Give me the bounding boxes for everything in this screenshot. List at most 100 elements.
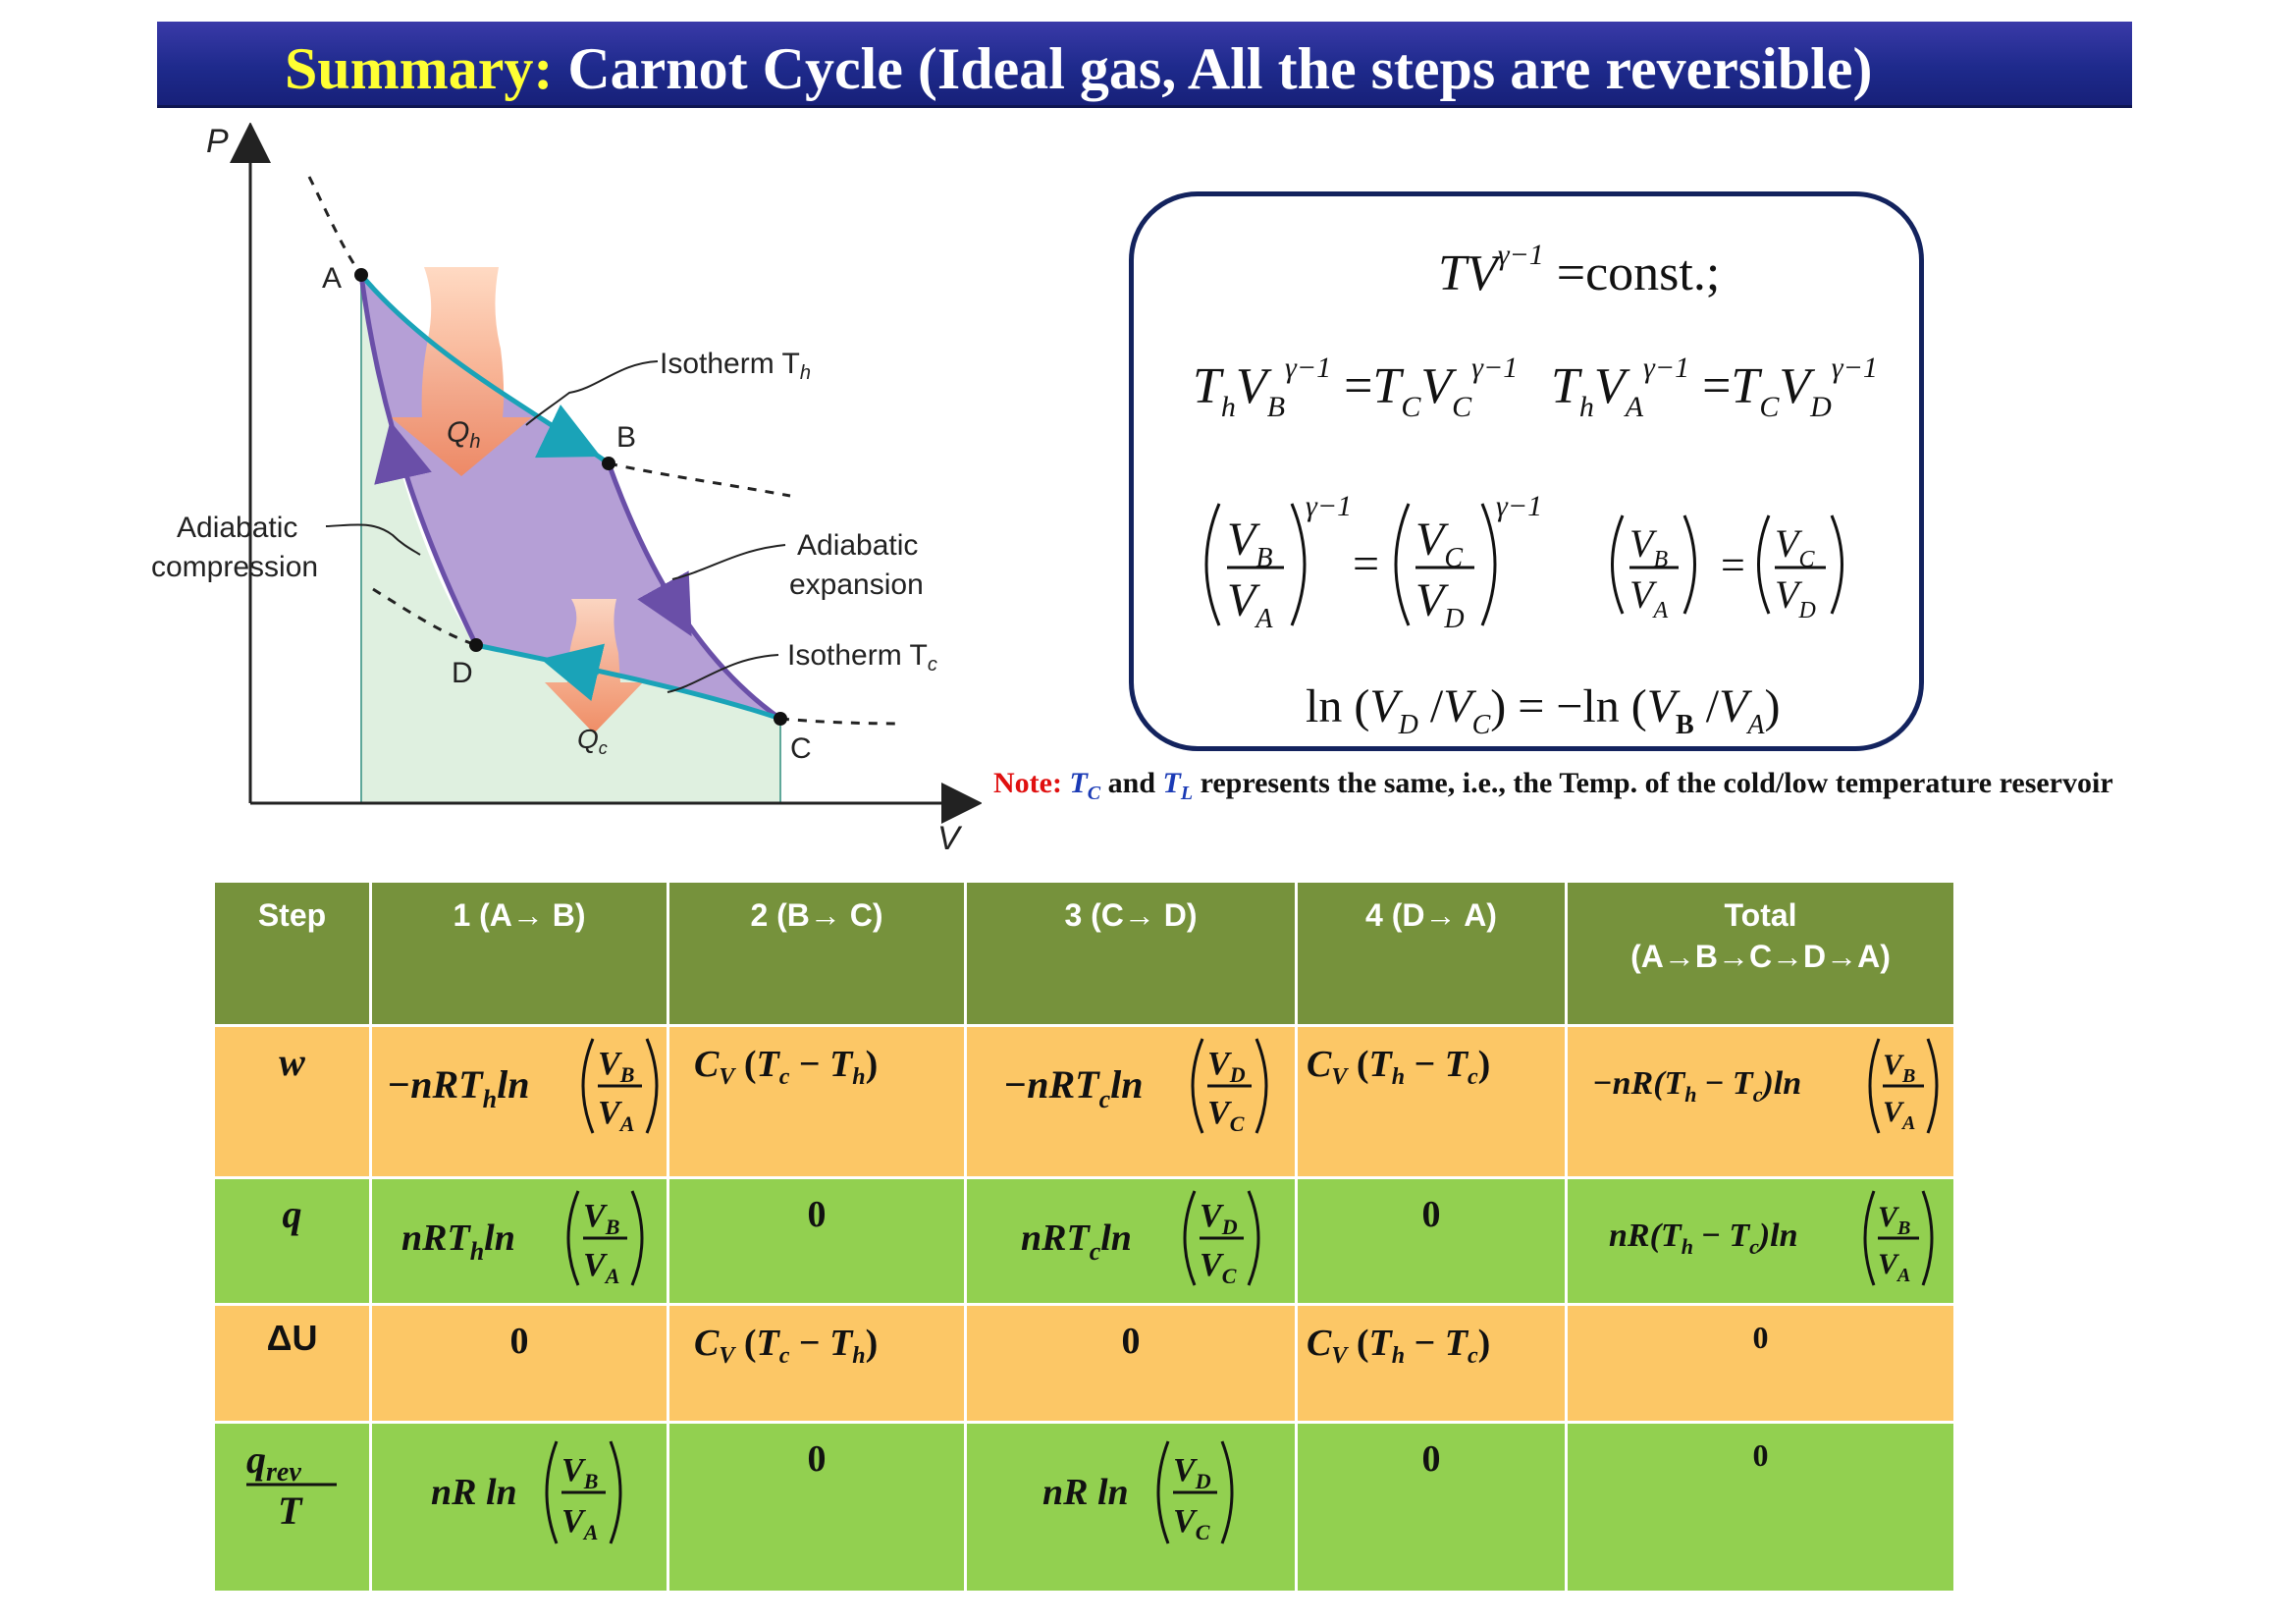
- formula-line4: ln (VD /VC) = −ln (VB /VA): [1306, 680, 1780, 740]
- point-d-label: D: [452, 657, 473, 689]
- svg-text:VD: VD: [1415, 574, 1465, 634]
- svg-text:VB: VB: [1227, 514, 1272, 573]
- svg-text:Isotherm Tc: Isotherm Tc: [787, 639, 937, 676]
- svg-text:CV (Th − Tc): CV (Th − Tc): [1307, 1323, 1490, 1369]
- svg-text:T: T: [278, 1488, 303, 1533]
- svg-text:VA: VA: [1878, 1248, 1910, 1286]
- point-a: [354, 268, 368, 282]
- header-total: Total(A→B→C→D→A): [1568, 883, 1953, 1024]
- isotherm-tc-curve: [475, 642, 781, 722]
- isotherm-th-sub: h: [800, 362, 811, 384]
- svg-text:VC: VC: [1415, 514, 1463, 573]
- cell-qrev-step4: 0: [1298, 1424, 1565, 1591]
- isotherm-tc-sub: c: [928, 654, 937, 676]
- svg-text:VC: VC: [1775, 521, 1815, 572]
- svg-text:qrev: qrev: [246, 1437, 301, 1488]
- cell-qrev-total: 0: [1568, 1424, 1953, 1591]
- point-d: [469, 638, 483, 652]
- svg-text:VD: VD: [1775, 572, 1816, 623]
- page-title: Summary: Carnot Cycle (Ideal gas, All th…: [285, 26, 1873, 112]
- cell-du-step3: 0: [967, 1306, 1295, 1421]
- svg-text:=: =: [1721, 541, 1745, 589]
- svg-text:nR(Th − Tc)ln: nR(Th − Tc)ln: [1609, 1217, 1798, 1259]
- svg-text:VD: VD: [1173, 1452, 1211, 1493]
- qc-sub: c: [599, 738, 608, 758]
- svg-text:−nR(Th − Tc)ln: −nR(Th − Tc)ln: [1592, 1065, 1801, 1107]
- isotherm-tc-arrow: [540, 643, 606, 702]
- adiabatic-compression-arrow: [374, 420, 432, 485]
- cell-w-step2: CV (Tc − Th): [669, 1027, 964, 1176]
- qc-label: Q: [577, 724, 599, 754]
- adiabatic-compression-label-1: Adiabatic: [177, 512, 297, 544]
- title-bar: [157, 22, 2132, 108]
- cell-w-step1: −nRThln VB VA: [372, 1027, 667, 1176]
- svg-text:nR ln: nR ln: [431, 1472, 517, 1513]
- svg-text:−nRThln: −nRThln: [387, 1062, 529, 1113]
- cell-q-step1: nRThln VB VA: [372, 1179, 667, 1303]
- v-axis-label: V: [937, 820, 963, 857]
- formula-line2b: ThVAγ−1 =TCVDγ−1: [1551, 352, 1878, 423]
- svg-text:VC: VC: [1207, 1095, 1245, 1136]
- svg-text:nRThln: nRThln: [401, 1217, 515, 1266]
- point-b-label: B: [616, 421, 636, 454]
- title-main: Carnot Cycle (Ideal gas, All the steps a…: [567, 36, 1873, 101]
- svg-text:γ−1: γ−1: [1496, 490, 1542, 522]
- formula-box: [1129, 191, 1924, 751]
- table-row-w: w −nRThln VB VA CV (Tc − Th) −nRTcln: [215, 1027, 1953, 1176]
- svg-text:nR ln: nR ln: [1042, 1472, 1129, 1513]
- adiabatic-expansion-label-2: expansion: [789, 568, 924, 601]
- row-label-q: q: [215, 1179, 369, 1303]
- svg-text:VA: VA: [1227, 574, 1273, 634]
- table-row-qrev: qrev T nR ln VB VA 0 nR ln: [215, 1424, 1953, 1591]
- svg-text:nRTcln: nRTcln: [1021, 1217, 1132, 1266]
- cell-du-step1: 0: [372, 1306, 667, 1421]
- table-row-q: q nRThln VB VA 0 nRTcln VD VC: [215, 1179, 1953, 1303]
- svg-text:VA: VA: [1629, 572, 1668, 623]
- svg-text:VD: VD: [1200, 1198, 1238, 1239]
- svg-text:VB: VB: [1878, 1201, 1910, 1239]
- pv-diagram: P V Qh Qc A B C D Isotherm Th Adiabatic …: [151, 123, 982, 857]
- row-label-du: ΔU: [215, 1306, 369, 1421]
- formula-line3a: VB VA γ−1 = VC VD γ−1: [1204, 490, 1542, 634]
- svg-text:VA: VA: [583, 1247, 619, 1288]
- cell-q-step2: 0: [669, 1179, 964, 1303]
- leader-isotherm-th: [525, 360, 659, 426]
- cell-q-step3: nRTcln VD VC: [967, 1179, 1295, 1303]
- leader-adiabatic-expansion: [671, 544, 786, 580]
- table-header-row: Step 1 (A→ B) 2 (B→ C) 3 (C→ D) 4 (D→ A)…: [215, 883, 1953, 1024]
- dashed-curve-d: [372, 587, 477, 647]
- svg-text:VB: VB: [598, 1046, 634, 1087]
- note-label: Note:: [993, 767, 1062, 799]
- dashed-curve-c: [779, 717, 904, 726]
- header-step: Step: [215, 883, 369, 1024]
- isotherm-tc-label: Isotherm T: [787, 639, 928, 672]
- svg-text:VA: VA: [1883, 1096, 1915, 1134]
- svg-text:VA: VA: [598, 1095, 634, 1136]
- row-label-qrev: qrev T: [215, 1424, 369, 1591]
- point-b: [602, 457, 615, 470]
- svg-text:−nRTcln: −nRTcln: [1003, 1062, 1144, 1113]
- dashed-curve-a: [307, 176, 363, 276]
- p-axis-label: P: [206, 123, 229, 160]
- cell-du-total: 0: [1568, 1306, 1953, 1421]
- cell-w-step4: CV (Th − Tc): [1298, 1027, 1565, 1176]
- note-and: and: [1107, 767, 1156, 799]
- title-prefix: Summary:: [285, 36, 554, 101]
- svg-text:Qc: Qc: [577, 724, 608, 758]
- svg-text:VC: VC: [1200, 1247, 1237, 1288]
- svg-text:CV (Tc − Th): CV (Tc − Th): [694, 1323, 878, 1369]
- table-row-du: ΔU 0 CV (Tc − Th) 0 CV (Th − Tc) 0: [215, 1306, 1953, 1421]
- header-step4: 4 (D→ A): [1298, 883, 1565, 1024]
- note-tl: TL: [1162, 767, 1194, 804]
- leader-adiabatic-compression: [325, 523, 421, 556]
- note: Note: TC and TL represents the same, i.e…: [993, 764, 2171, 813]
- adiabatic-expansion-arrow: [637, 570, 692, 637]
- svg-text:=: =: [1353, 538, 1379, 590]
- svg-text:VB: VB: [1883, 1049, 1915, 1087]
- cell-q-step4: 0: [1298, 1179, 1565, 1303]
- formula-line1: TVγ−1 =const.;: [1438, 239, 1720, 301]
- work-area-under-curve: [361, 275, 780, 803]
- formula-line2a: ThVBγ−1 =TCVCγ−1: [1193, 352, 1518, 423]
- svg-text:Isotherm Th: Isotherm Th: [660, 348, 811, 384]
- cell-w-total: −nR(Th − Tc)ln VB VA: [1568, 1027, 1953, 1176]
